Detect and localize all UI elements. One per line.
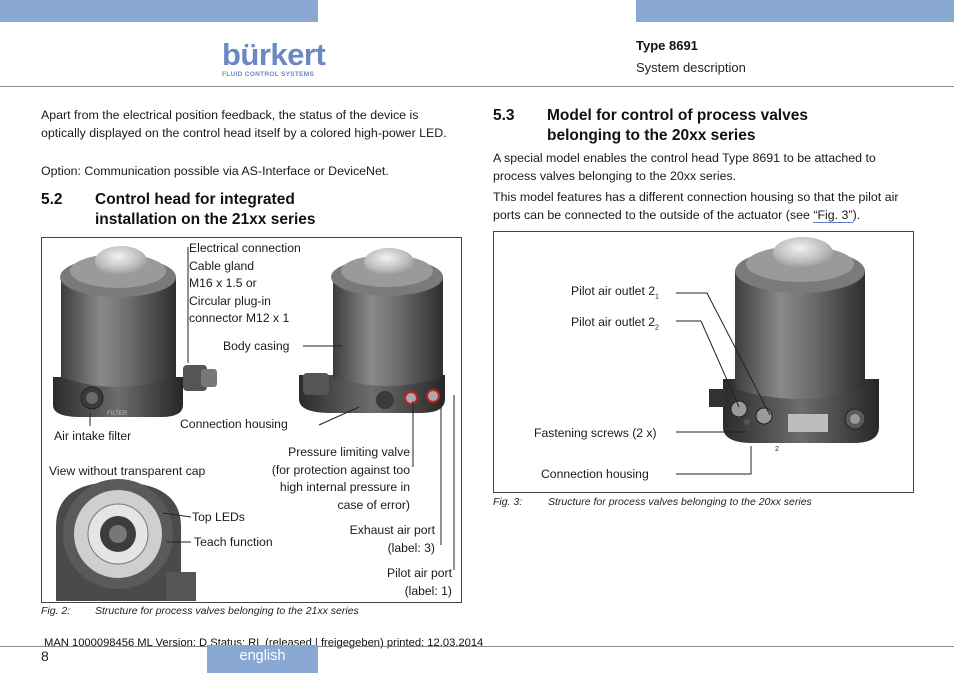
header-band-left (0, 0, 318, 22)
figure-2-caption-number: Fig. 2: (41, 605, 71, 617)
model-paragraph-1: A special model enables the control head… (493, 151, 876, 183)
doc-type: Type 8691 (636, 38, 698, 53)
label-teach-function: Teach function (194, 535, 273, 549)
svg-text:2: 2 (775, 446, 779, 453)
intro-paragraph: Apart from the electrical position feedb… (41, 108, 447, 140)
device-21xx-front: FILTER (53, 246, 217, 417)
brand-logo: bürkert FLUID CONTROL SYSTEMS (222, 37, 326, 78)
section-number-5-3: 5.3 (493, 107, 515, 124)
section-title-5-3: Model for control of process valves belo… (547, 106, 808, 146)
logo-wordmark: bürkert (222, 37, 326, 72)
logo-tagline: FLUID CONTROL SYSTEMS (222, 71, 315, 78)
label-pressure-limiting-valve: Pressure limiting valve (for protection … (271, 445, 410, 512)
device-20xx: 2 (709, 237, 879, 453)
figure-3-illustration: 2 (676, 237, 879, 475)
section-title-5-3-line1: Model for control of process valves (547, 107, 808, 124)
header-band-right (636, 0, 954, 22)
label-pilot-air-outlet-2-2: Pilot air outlet 22 (571, 315, 659, 332)
svg-text:FILTER: FILTER (107, 411, 128, 417)
section-title-5-3-line2: belonging to the 20xx series (547, 127, 756, 144)
section-title-5-2-line1: Control head for integrated (95, 191, 295, 208)
language-tab: english (207, 645, 318, 673)
label-body-casing: Body casing (223, 339, 290, 353)
label-connection-housing-21xx: Connection housing (180, 417, 288, 431)
label-air-intake-filter: Air intake filter (54, 429, 132, 443)
section-title-5-2: Control head for integrated installation… (95, 190, 316, 230)
figure-3-caption-number: Fig. 3: (493, 496, 523, 508)
section-title-5-2-line2: installation on the 21xx series (95, 211, 316, 228)
figure-2-leaders (89, 247, 455, 570)
header-rule (0, 86, 954, 87)
model-paragraph-2: This model features has a different conn… (493, 190, 899, 223)
label-pilot-air-outlet-2-1: Pilot air outlet 21 (571, 284, 659, 301)
doc-section: System description (636, 60, 746, 75)
label-pilot-air-port: Pilot air port (label: 1) (386, 566, 452, 598)
label-connection-housing-20xx: Connection housing (541, 467, 649, 481)
option-paragraph: Option: Communication possible via AS-In… (41, 164, 389, 178)
label-exhaust-air-port: Exhaust air port (label: 3) (349, 523, 435, 555)
label-electrical-connection: Electrical connection Cable gland M16 x … (189, 241, 301, 326)
fig-3-link[interactable]: “Fig. 3” (813, 207, 853, 223)
label-view-without-cap: View without transparent cap (49, 464, 206, 478)
device-21xx-side (299, 248, 445, 413)
figure-3-caption: Structure for process valves belonging t… (548, 496, 812, 508)
figure-3-leaders (676, 292, 771, 475)
footer-rule (0, 646, 954, 647)
section-number-5-2: 5.2 (41, 191, 63, 208)
label-top-leds: Top LEDs (192, 510, 245, 524)
device-view-without-cap (56, 479, 196, 601)
page-number: 8 (41, 648, 49, 664)
figure-2-illustration: FILTER (53, 246, 455, 601)
label-fastening-screws: Fastening screws (2 x) (534, 426, 657, 440)
figure-2-caption: Structure for process valves belonging t… (95, 605, 359, 617)
